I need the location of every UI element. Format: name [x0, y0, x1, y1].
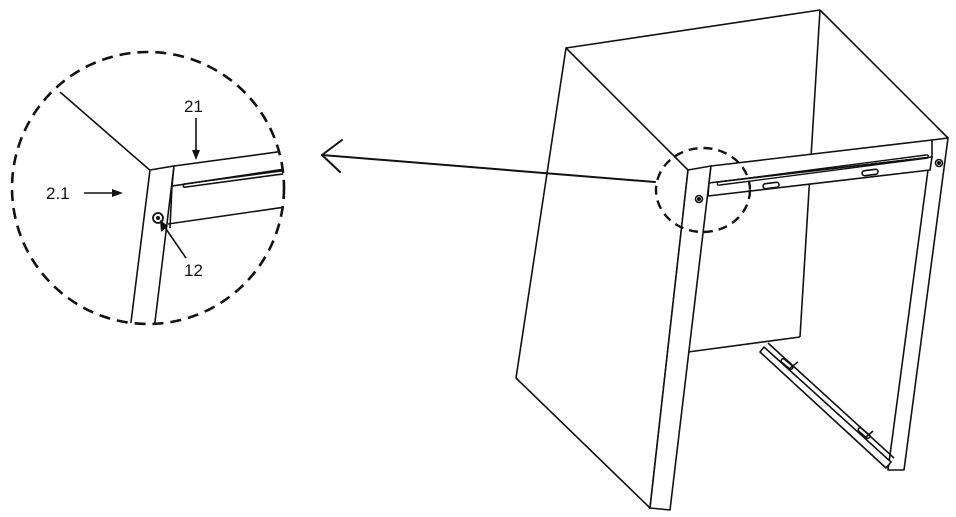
callout-panel: 2.1: [46, 184, 70, 203]
zoom-rail: [171, 149, 284, 187]
zoom-rail-slot: [182, 169, 284, 188]
callout-screw: 12: [184, 261, 203, 280]
bottom-slot-2: [857, 426, 871, 440]
zoom-detail: 21 2.1 12: [10, 50, 286, 326]
zoom-circle: [10, 50, 286, 326]
front-left-post: [649, 165, 712, 511]
front-right-post: [887, 137, 949, 471]
zoom-arrow: [321, 139, 656, 183]
bottom-rail: [759, 346, 892, 469]
rail-slot-right: [861, 168, 879, 177]
top-back-edge: [565, 9, 821, 49]
leader-screw: [163, 225, 187, 259]
cabinet-frame: [515, 9, 949, 511]
zoom-panel-top-edge: [59, 91, 153, 173]
bottom-slot-1: [780, 357, 794, 371]
zoom-post: [129, 165, 175, 324]
top-right-edge: [819, 9, 941, 131]
rail-slot-left: [762, 181, 780, 190]
zoom-rail-lower-edge: [167, 205, 284, 225]
callout-rail: 21: [184, 97, 203, 116]
rail-slot: [716, 154, 929, 186]
detail-marker-circle: [654, 146, 752, 234]
rail-lower-band: [707, 156, 933, 197]
